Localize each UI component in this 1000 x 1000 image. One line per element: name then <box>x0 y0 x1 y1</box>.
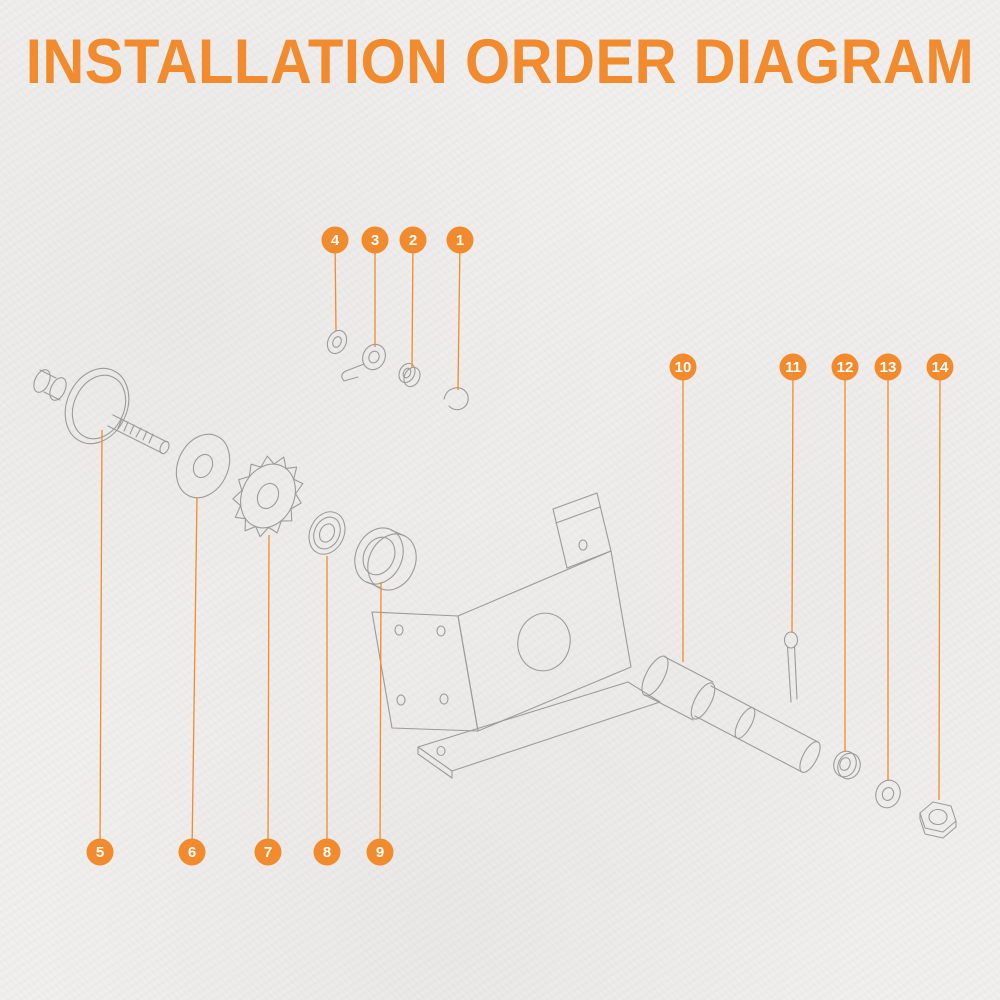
callout-11: 11 <box>779 353 807 634</box>
callout-number: 5 <box>96 844 104 861</box>
part-pawl <box>341 343 386 382</box>
callout-number: 13 <box>880 359 897 376</box>
callout-badge <box>366 838 394 866</box>
callout-number: 9 <box>376 844 384 861</box>
callout-leader-line <box>938 366 941 801</box>
callout-5: 5 <box>86 429 114 866</box>
part-spacer-bushing <box>354 527 417 591</box>
callout-badge <box>399 226 427 254</box>
callout-12: 12 <box>831 353 859 752</box>
callout-3: 3 <box>361 226 389 347</box>
callout-1: 1 <box>446 226 474 391</box>
callout-number: 14 <box>932 359 949 376</box>
callout-badge <box>361 226 389 254</box>
part-roller-pin <box>641 655 821 773</box>
callout-leader-line <box>267 534 270 853</box>
part-snap-clip <box>443 387 469 411</box>
callout-number: 11 <box>785 359 801 376</box>
callout-number: 2 <box>409 232 417 249</box>
callout-badge <box>669 353 697 381</box>
callout-6: 6 <box>178 496 206 866</box>
part-mounting-bracket <box>371 492 661 779</box>
part-cotter-pin <box>783 631 799 703</box>
part-flat-washer-large <box>175 433 231 499</box>
callout-14: 14 <box>926 353 954 801</box>
callout-leader-line <box>379 581 382 853</box>
callout-badge <box>874 353 902 381</box>
callout-badge <box>446 226 474 254</box>
callout-badge <box>321 226 349 254</box>
part-small-washer <box>326 329 348 355</box>
callout-9: 9 <box>366 581 394 866</box>
part-bearing-ring <box>308 511 346 555</box>
callout-8: 8 <box>313 556 341 866</box>
callout-4: 4 <box>321 226 349 332</box>
callout-leader-line <box>411 239 414 369</box>
part-bolt-shaft <box>33 367 170 455</box>
callout-badge <box>779 353 807 381</box>
callout-10: 10 <box>669 353 697 662</box>
part-hex-nut <box>919 801 957 839</box>
callout-number: 8 <box>323 844 331 861</box>
callout-number: 1 <box>456 232 464 249</box>
diagram-title: INSTALLATION ORDER DIAGRAM <box>25 27 975 98</box>
callout-badge <box>313 838 341 866</box>
callout-number: 4 <box>331 232 340 249</box>
callout-number: 12 <box>837 359 854 376</box>
callout-leader-line <box>191 496 198 853</box>
callout-badge <box>926 353 954 381</box>
callout-number: 3 <box>371 232 379 249</box>
part-lock-ring <box>833 750 861 780</box>
callout-badge <box>86 838 114 866</box>
callout-number: 10 <box>675 359 692 376</box>
callout-leader-line <box>334 239 337 332</box>
callout-number: 7 <box>264 844 272 861</box>
callout-7: 7 <box>254 534 282 866</box>
part-spring-washer <box>398 362 421 388</box>
callout-badge <box>178 838 206 866</box>
callout-badge <box>831 353 859 381</box>
part-sprocket <box>232 455 304 538</box>
callout-leader-line <box>99 429 103 853</box>
callout-2: 2 <box>399 226 427 369</box>
part-flat-washer-small <box>875 779 901 809</box>
callout-leader-line <box>791 366 794 634</box>
callout-13: 13 <box>874 353 902 781</box>
callout-number: 6 <box>188 844 196 861</box>
callout-leader-line <box>457 239 461 391</box>
callout-badge <box>254 838 282 866</box>
